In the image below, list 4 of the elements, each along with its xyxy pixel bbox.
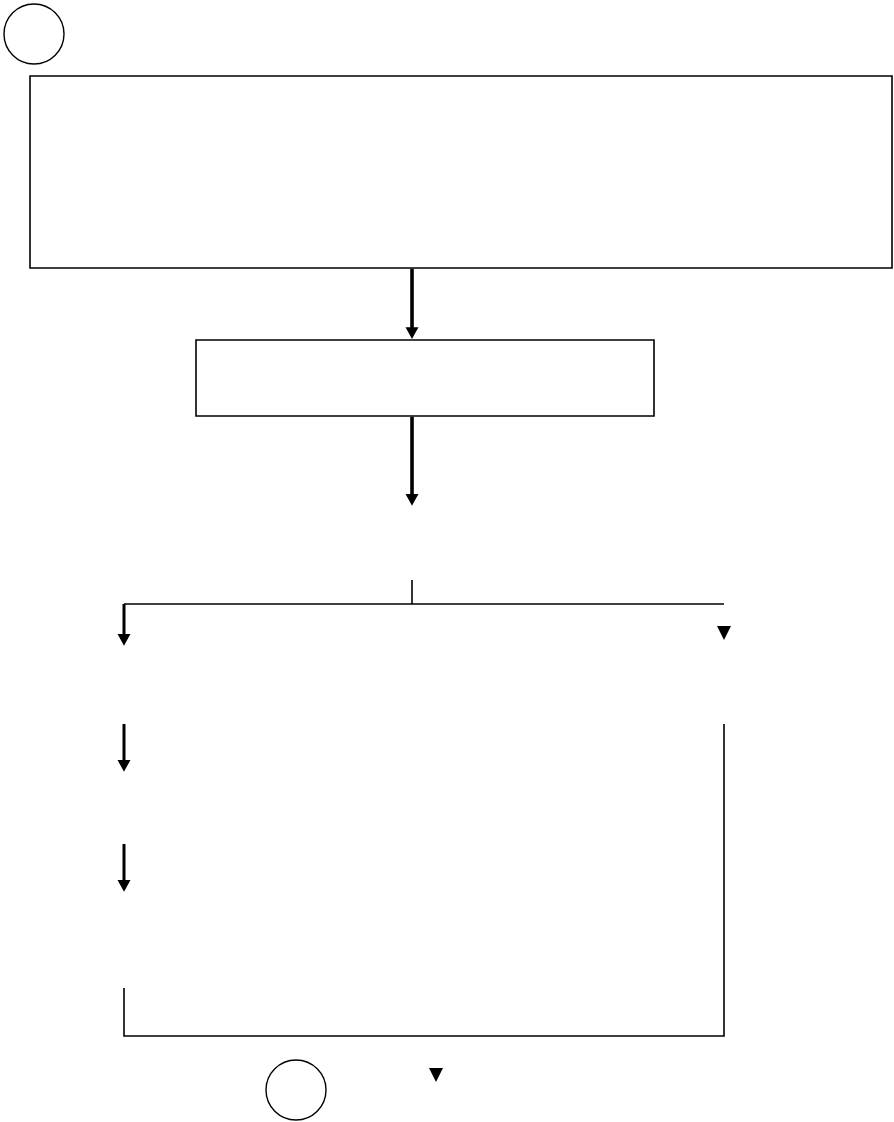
circle (265, 1059, 327, 1121)
process-box (195, 339, 655, 417)
process-box (29, 75, 893, 269)
circle (3, 3, 65, 65)
